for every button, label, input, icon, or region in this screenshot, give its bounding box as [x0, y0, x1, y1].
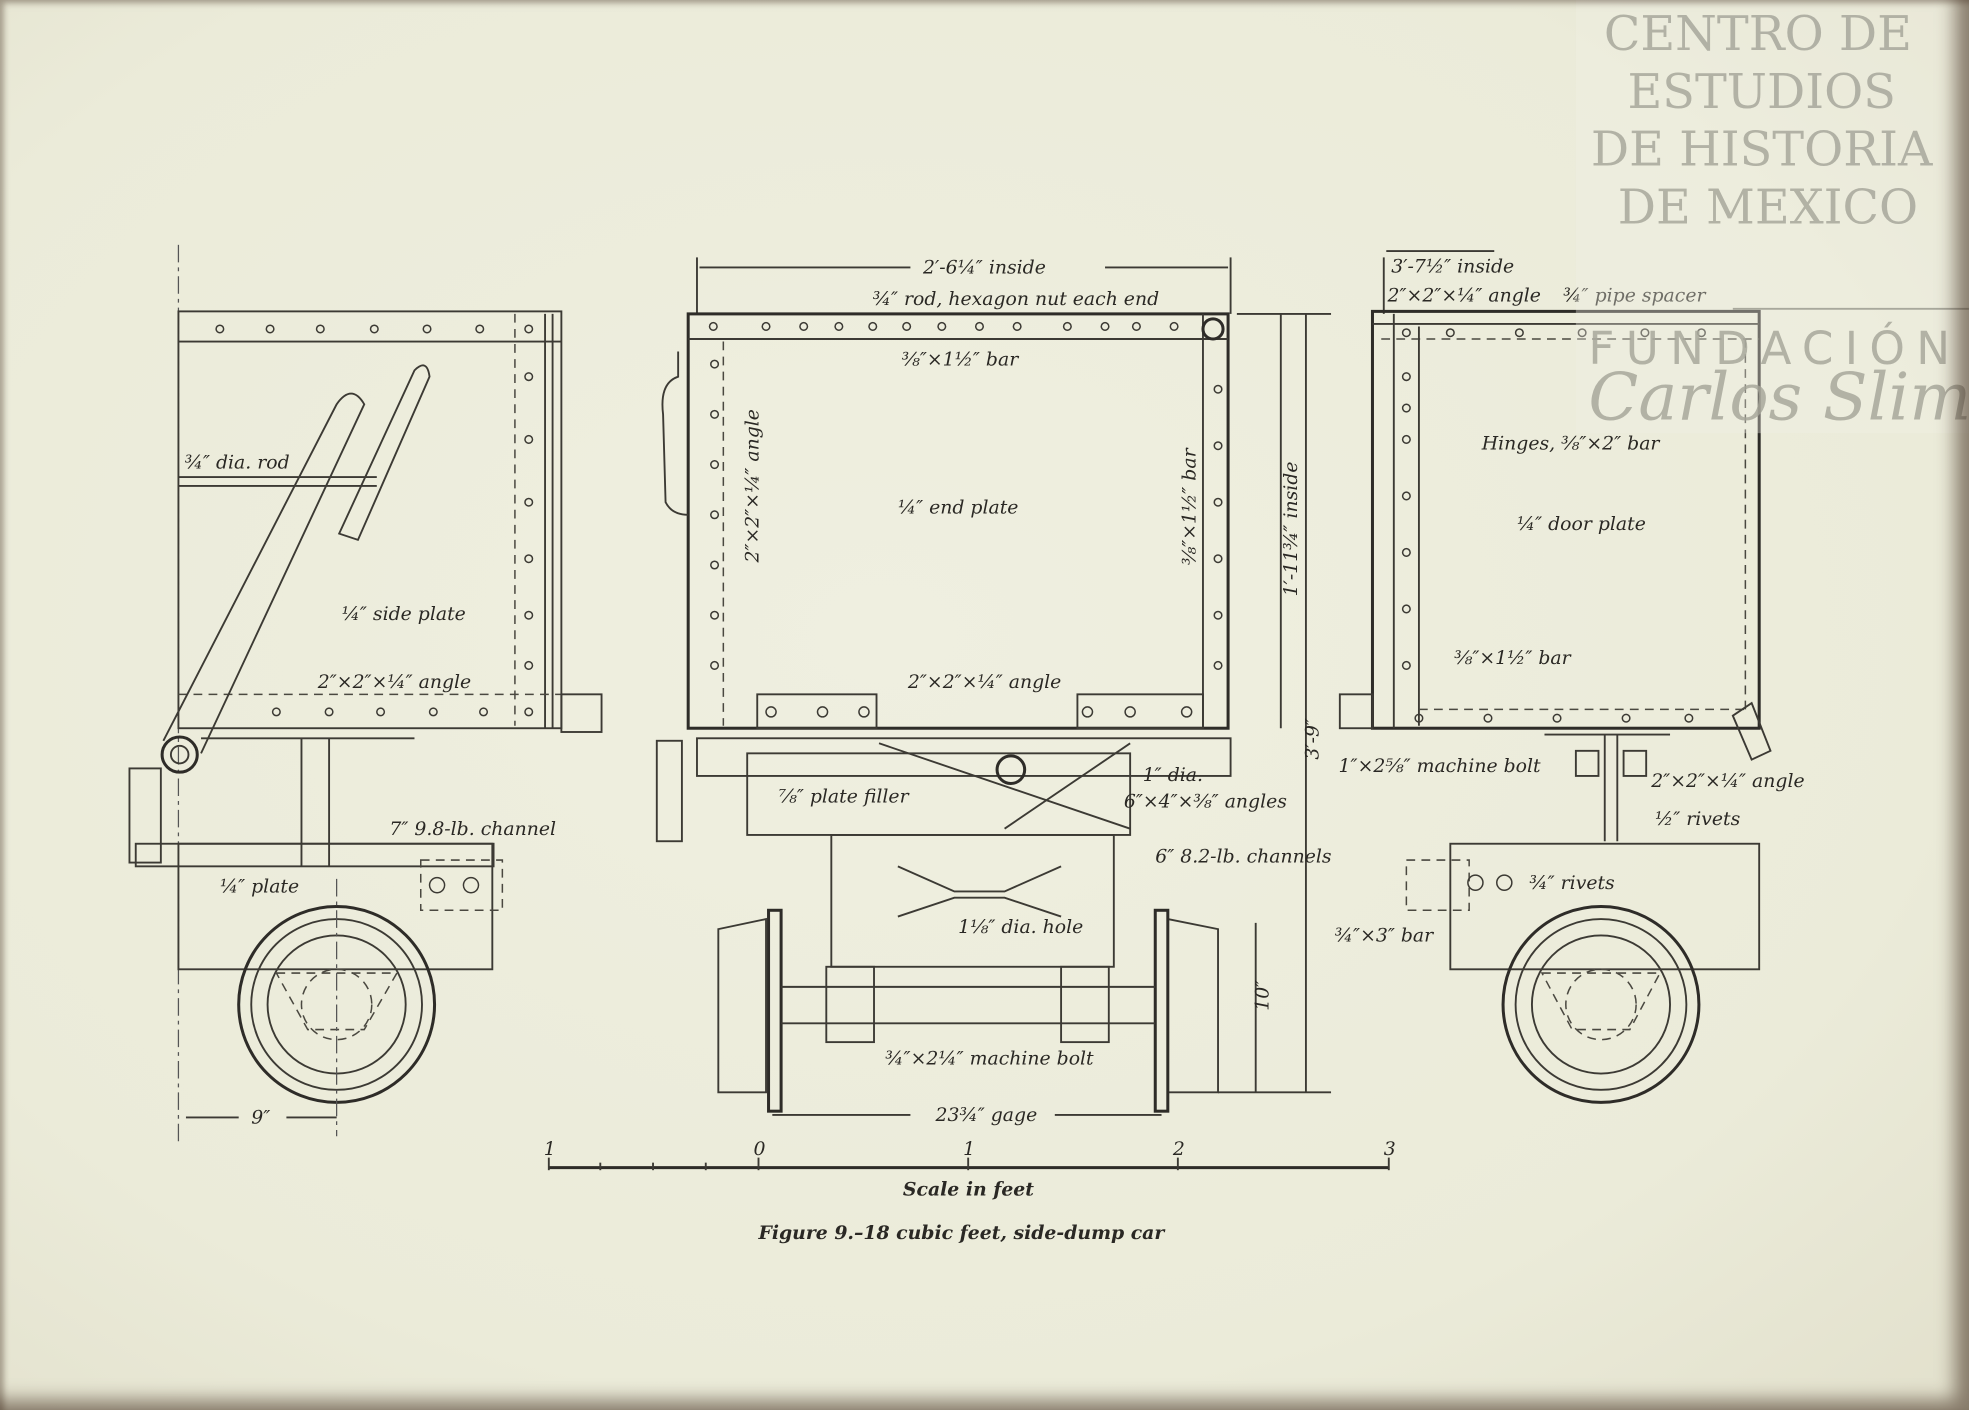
label-end-plate: ¼″ end plate [898, 498, 1019, 519]
rivet-row [215, 324, 534, 717]
scale-tick: 0 [753, 1139, 765, 1160]
label-end-width: 2′-6¼″ inside [922, 258, 1046, 279]
door-view [1338, 250, 1772, 1104]
label-left-angle: 2″×2″×¼″ angle [742, 409, 763, 563]
scale-label: Scale in feet [903, 1178, 1034, 1200]
label-hinges: Hinges, ⅜″×2″ bar [1481, 433, 1661, 454]
label-right-bar: ⅜″×1½″ bar [1179, 447, 1200, 565]
watermark-line: CENTRO DE [1604, 7, 1912, 62]
label-hole: 1⅛″ dia. hole [958, 917, 1083, 938]
label-plate-filler: ⅞″ plate filler [779, 786, 910, 807]
watermark-line: DE MEXICO [1618, 180, 1918, 235]
labels: ¾″ dia. rod ¼″ side plate 2″×2″×¼″ angle… [185, 256, 1805, 1128]
scale-tick: 3 [1384, 1139, 1396, 1160]
label-door-bottom-angle: 2″×2″×¼″ angle [1650, 771, 1804, 792]
end-wheels [717, 908, 1219, 1113]
watermark: CENTRO DE ESTUDIOS DE HISTORIA DE MEXICO… [1575, 0, 1969, 435]
side-wheel [237, 905, 437, 1104]
label-rod: ¾″ dia. rod [185, 452, 290, 473]
label-plate: ¼″ plate [220, 877, 299, 898]
label-door-bar: ⅜″×1½″ bar [1454, 648, 1572, 669]
scale-tick: 1 [963, 1139, 975, 1160]
rivet-row [708, 321, 1223, 670]
end-view [655, 257, 1332, 1116]
label-rivets-half: ½″ rivets [1655, 809, 1741, 830]
label-bar-3: ¾″×3″ bar [1335, 926, 1434, 947]
watermark-line: DE HISTORIA [1591, 123, 1933, 178]
label-wheel-offset: 9″ [251, 1108, 270, 1129]
label-door-angle: 2″×2″×¼″ angle [1387, 285, 1541, 306]
label-wheel-height: 10″ [1252, 980, 1273, 1011]
rivet-row [1401, 328, 1706, 723]
label-door-width: 3′-7½″ inside [1391, 256, 1514, 277]
label-door-plate: ¼″ door plate [1517, 514, 1646, 535]
label-dia: 1″ dia. [1143, 765, 1203, 786]
label-machine-bolt: ¾″×2¼″ machine bolt [885, 1049, 1094, 1070]
label-bottom-angle: 2″×2″×¼″ angle [907, 672, 1061, 693]
watermark-fundacion: FUNDACIÓN [1588, 322, 1961, 375]
watermark-line: ESTUDIOS [1627, 65, 1895, 120]
label-top-bar: ⅜″×1½″ bar [902, 349, 1020, 370]
label-side-plate: ¼″ side plate [342, 604, 466, 625]
watermark-signature: Carlos Slim [1588, 359, 1969, 435]
label-gage: 23¾″ gage [935, 1105, 1038, 1126]
label-overall-height: 3′-9″ [1302, 718, 1323, 760]
label-end-rod: ¾″ rod, hexagon nut each end [873, 289, 1159, 310]
label-pipe-spacer: ¾″ pipe spacer [1563, 285, 1706, 306]
label-channel: 7″ 9.8-lb. channel [389, 819, 556, 840]
label-rivets-3q: ¾″ rivets [1529, 873, 1615, 894]
label-height-inside: 1′-11¾″ inside [1281, 462, 1302, 597]
scale-bar: 1 0 1 2 3 Scale in feet [544, 1139, 1396, 1200]
door-wheel [1501, 905, 1701, 1104]
scale-tick: 1 [544, 1139, 556, 1160]
scale-tick: 2 [1172, 1139, 1185, 1160]
side-view [128, 244, 603, 1143]
label-side-angle: 2″×2″×¼″ angle [317, 672, 471, 693]
figure-caption: Figure 9.–18 cubic feet, side-dump car [757, 1222, 1166, 1244]
label-door-bolt: 1″×2⅝″ machine bolt [1339, 756, 1541, 777]
label-angles: 6″×4″×⅜″ angles [1124, 791, 1287, 812]
label-channels: 6″ 8.2-lb. channels [1155, 847, 1332, 868]
